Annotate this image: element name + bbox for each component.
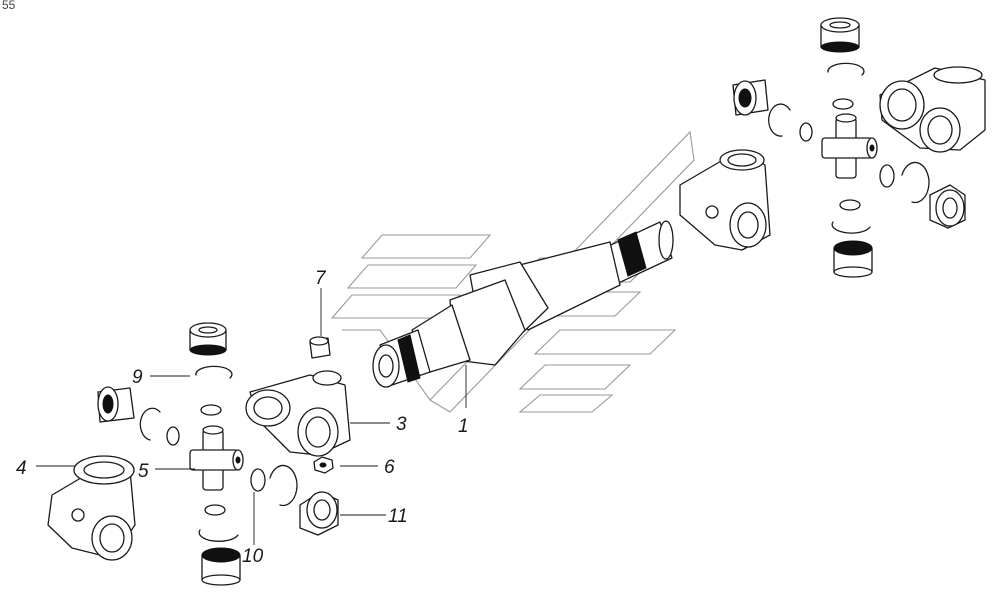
callout-1: 1	[458, 416, 469, 437]
snap-ring-left-bottom	[198, 529, 239, 542]
seal-ring-left-top	[200, 404, 222, 416]
cross-spider-right	[821, 113, 878, 179]
callout-6: 6	[384, 457, 395, 478]
callout-4: 4	[16, 458, 27, 479]
snap-ring-right-bottom	[831, 221, 871, 234]
corner-fragment-text: 55	[2, 0, 16, 12]
seal-ring-left-left	[166, 426, 180, 446]
callout-9: 9	[132, 367, 143, 388]
bearing-cup-right-bottom	[833, 240, 873, 278]
bearing-cup-left-bottom	[201, 547, 241, 586]
seal-ring-right-left	[799, 122, 813, 142]
snap-ring-left-left	[139, 407, 161, 441]
bearing-cup-right-top	[820, 17, 860, 53]
snap-ring-right-right	[901, 161, 930, 204]
flange-yoke-part-3	[245, 370, 351, 457]
end-yoke-right	[879, 66, 986, 153]
snap-ring-right-top	[827, 62, 865, 76]
callout-5: 5	[138, 461, 149, 482]
seal-ring-left-bottom	[204, 504, 226, 516]
seal-ring-right-right	[879, 164, 895, 188]
cross-spider-part-5	[189, 425, 244, 491]
flange-yoke-right	[679, 149, 771, 251]
nut-part-6	[313, 456, 334, 474]
callout-3: 3	[396, 414, 407, 435]
seal-ring-part-10	[250, 468, 266, 492]
grease-plug-part-7	[309, 336, 331, 359]
bearing-cup-left-top	[189, 322, 227, 356]
snap-ring-right-left	[768, 103, 791, 137]
callout-11: 11	[388, 506, 408, 527]
callout-7: 7	[315, 268, 327, 289]
seal-ring-right-top	[832, 98, 854, 110]
callout-10: 10	[242, 546, 264, 567]
bearing-cup-part-11	[299, 491, 339, 536]
seal-ring-right-bottom	[839, 199, 861, 211]
snap-ring-left-top	[195, 365, 233, 379]
bearing-cup-left-left	[97, 386, 135, 423]
shaft-part-1	[372, 220, 674, 388]
snap-ring-right-left-joint	[269, 464, 298, 507]
bearing-cup-right-right	[929, 184, 966, 229]
leader-lines	[36, 288, 467, 545]
yoke-part-4	[47, 455, 136, 561]
bearing-cup-right-left	[732, 79, 769, 116]
